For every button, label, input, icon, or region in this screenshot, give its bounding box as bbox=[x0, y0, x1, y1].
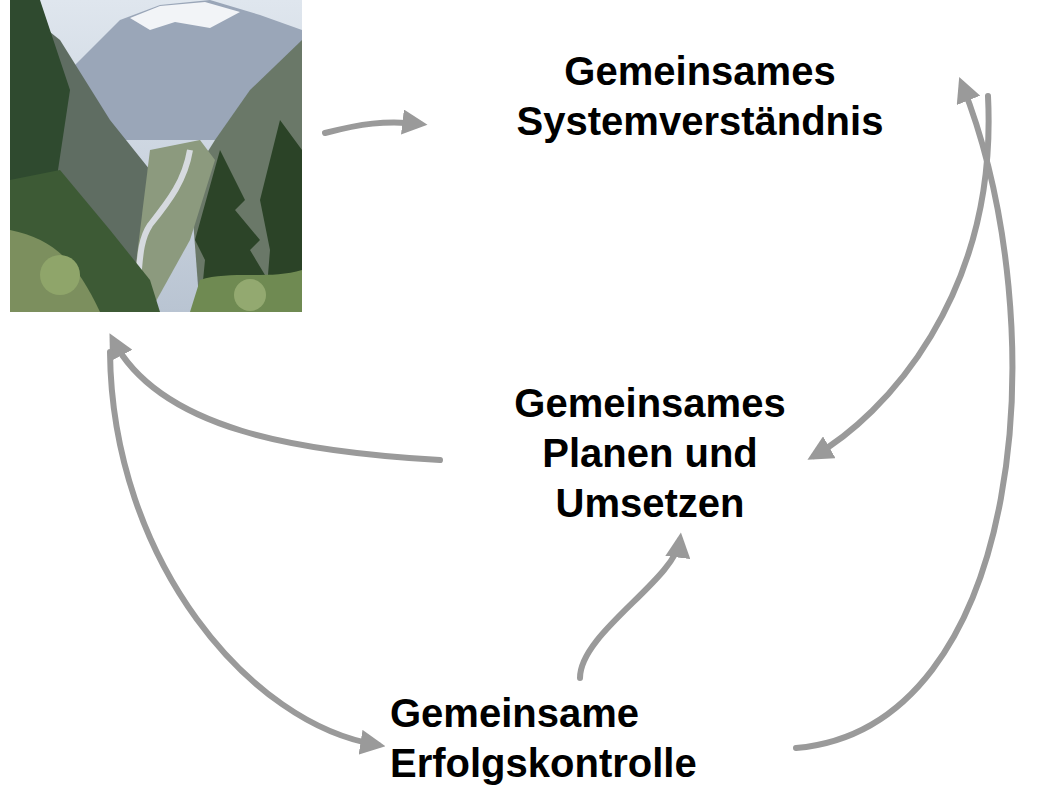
flow-arrow bbox=[580, 540, 680, 678]
node-text: Gemeinsame Erfolgskontrolle bbox=[390, 688, 790, 788]
text-node: Gemeinsames Planen und Umsetzen bbox=[500, 378, 800, 528]
text-node: Gemeinsame Erfolgskontrolle bbox=[390, 688, 790, 788]
photo-arrow bbox=[110, 352, 378, 745]
text-node: Gemeinsames Systemverständnis bbox=[460, 46, 940, 146]
return-arrow bbox=[113, 340, 440, 460]
flow-arrow bbox=[796, 84, 1012, 748]
layout-arrows bbox=[110, 122, 440, 745]
node-text: Gemeinsames Planen und Umsetzen bbox=[500, 378, 800, 528]
flow-arrow bbox=[814, 96, 989, 456]
node-text: Gemeinsames Systemverständnis bbox=[460, 46, 940, 146]
valley-photo bbox=[10, 0, 302, 312]
photo-arrow bbox=[325, 122, 420, 133]
